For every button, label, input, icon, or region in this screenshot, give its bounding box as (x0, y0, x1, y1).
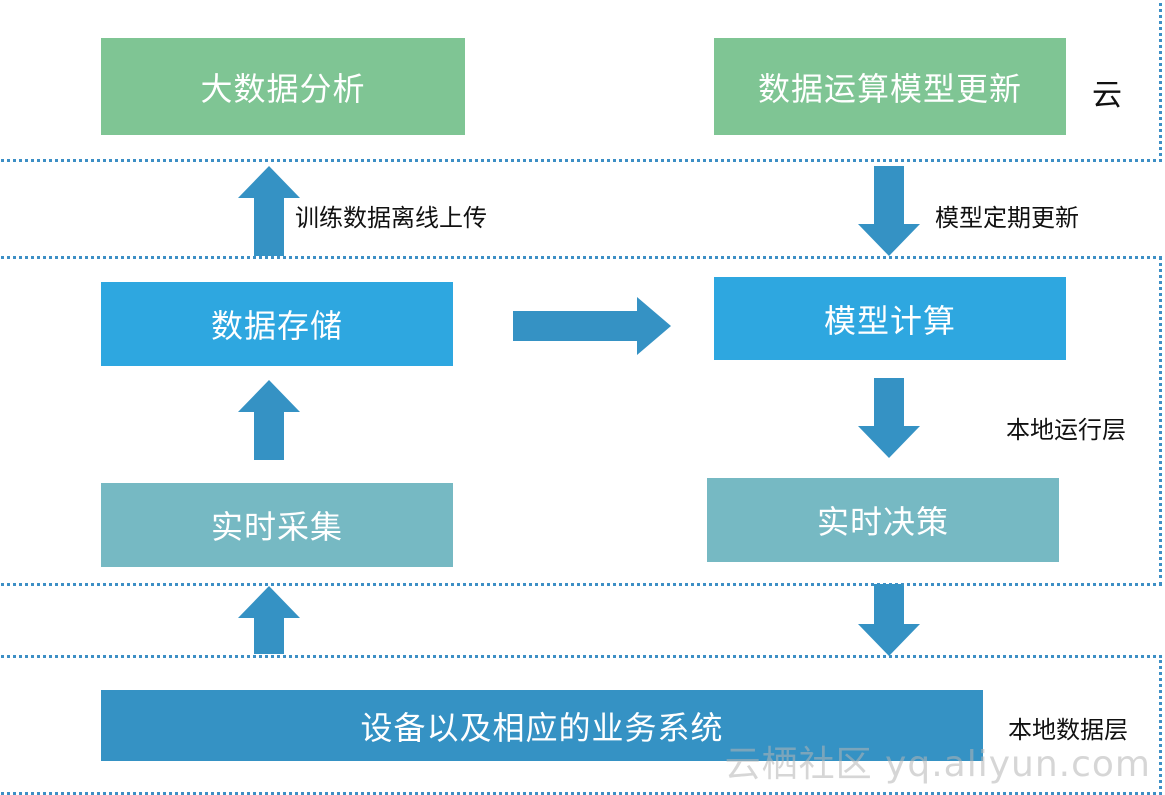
realtime-decision-box: 实时决策 (707, 478, 1059, 562)
arrow-compute-to-decision (858, 378, 920, 458)
arrow-collect-to-storage (238, 380, 300, 460)
local-data-layer-label: 本地数据层 (1008, 716, 1128, 744)
upload-edge-label: 训练数据离线上传 (295, 204, 487, 232)
local-run-zone (0, 256, 1162, 586)
arrow-devices-to-collect (238, 586, 300, 654)
model-compute-box: 模型计算 (714, 277, 1066, 360)
arrow-storage-to-analysis (238, 166, 300, 256)
watermark-text: 云栖社区 yq.aliyun.com (724, 744, 1151, 785)
cloud-layer-label: 云 (1092, 78, 1122, 113)
big-data-analysis-box: 大数据分析 (101, 38, 465, 135)
arrow-update-to-compute (858, 166, 920, 256)
periodic-update-edge-label: 模型定期更新 (935, 204, 1079, 232)
arrow-storage-to-compute (513, 297, 671, 355)
cloud-zone (0, 0, 1162, 162)
realtime-collect-box: 实时采集 (101, 483, 453, 567)
local-run-layer-label: 本地运行层 (1006, 416, 1126, 444)
arrow-decision-to-devices (858, 584, 920, 656)
devices-systems-box: 设备以及相应的业务系统 (101, 690, 983, 761)
data-storage-box: 数据存储 (101, 282, 453, 366)
local-data-zone (0, 655, 1162, 795)
model-update-box: 数据运算模型更新 (714, 38, 1066, 135)
